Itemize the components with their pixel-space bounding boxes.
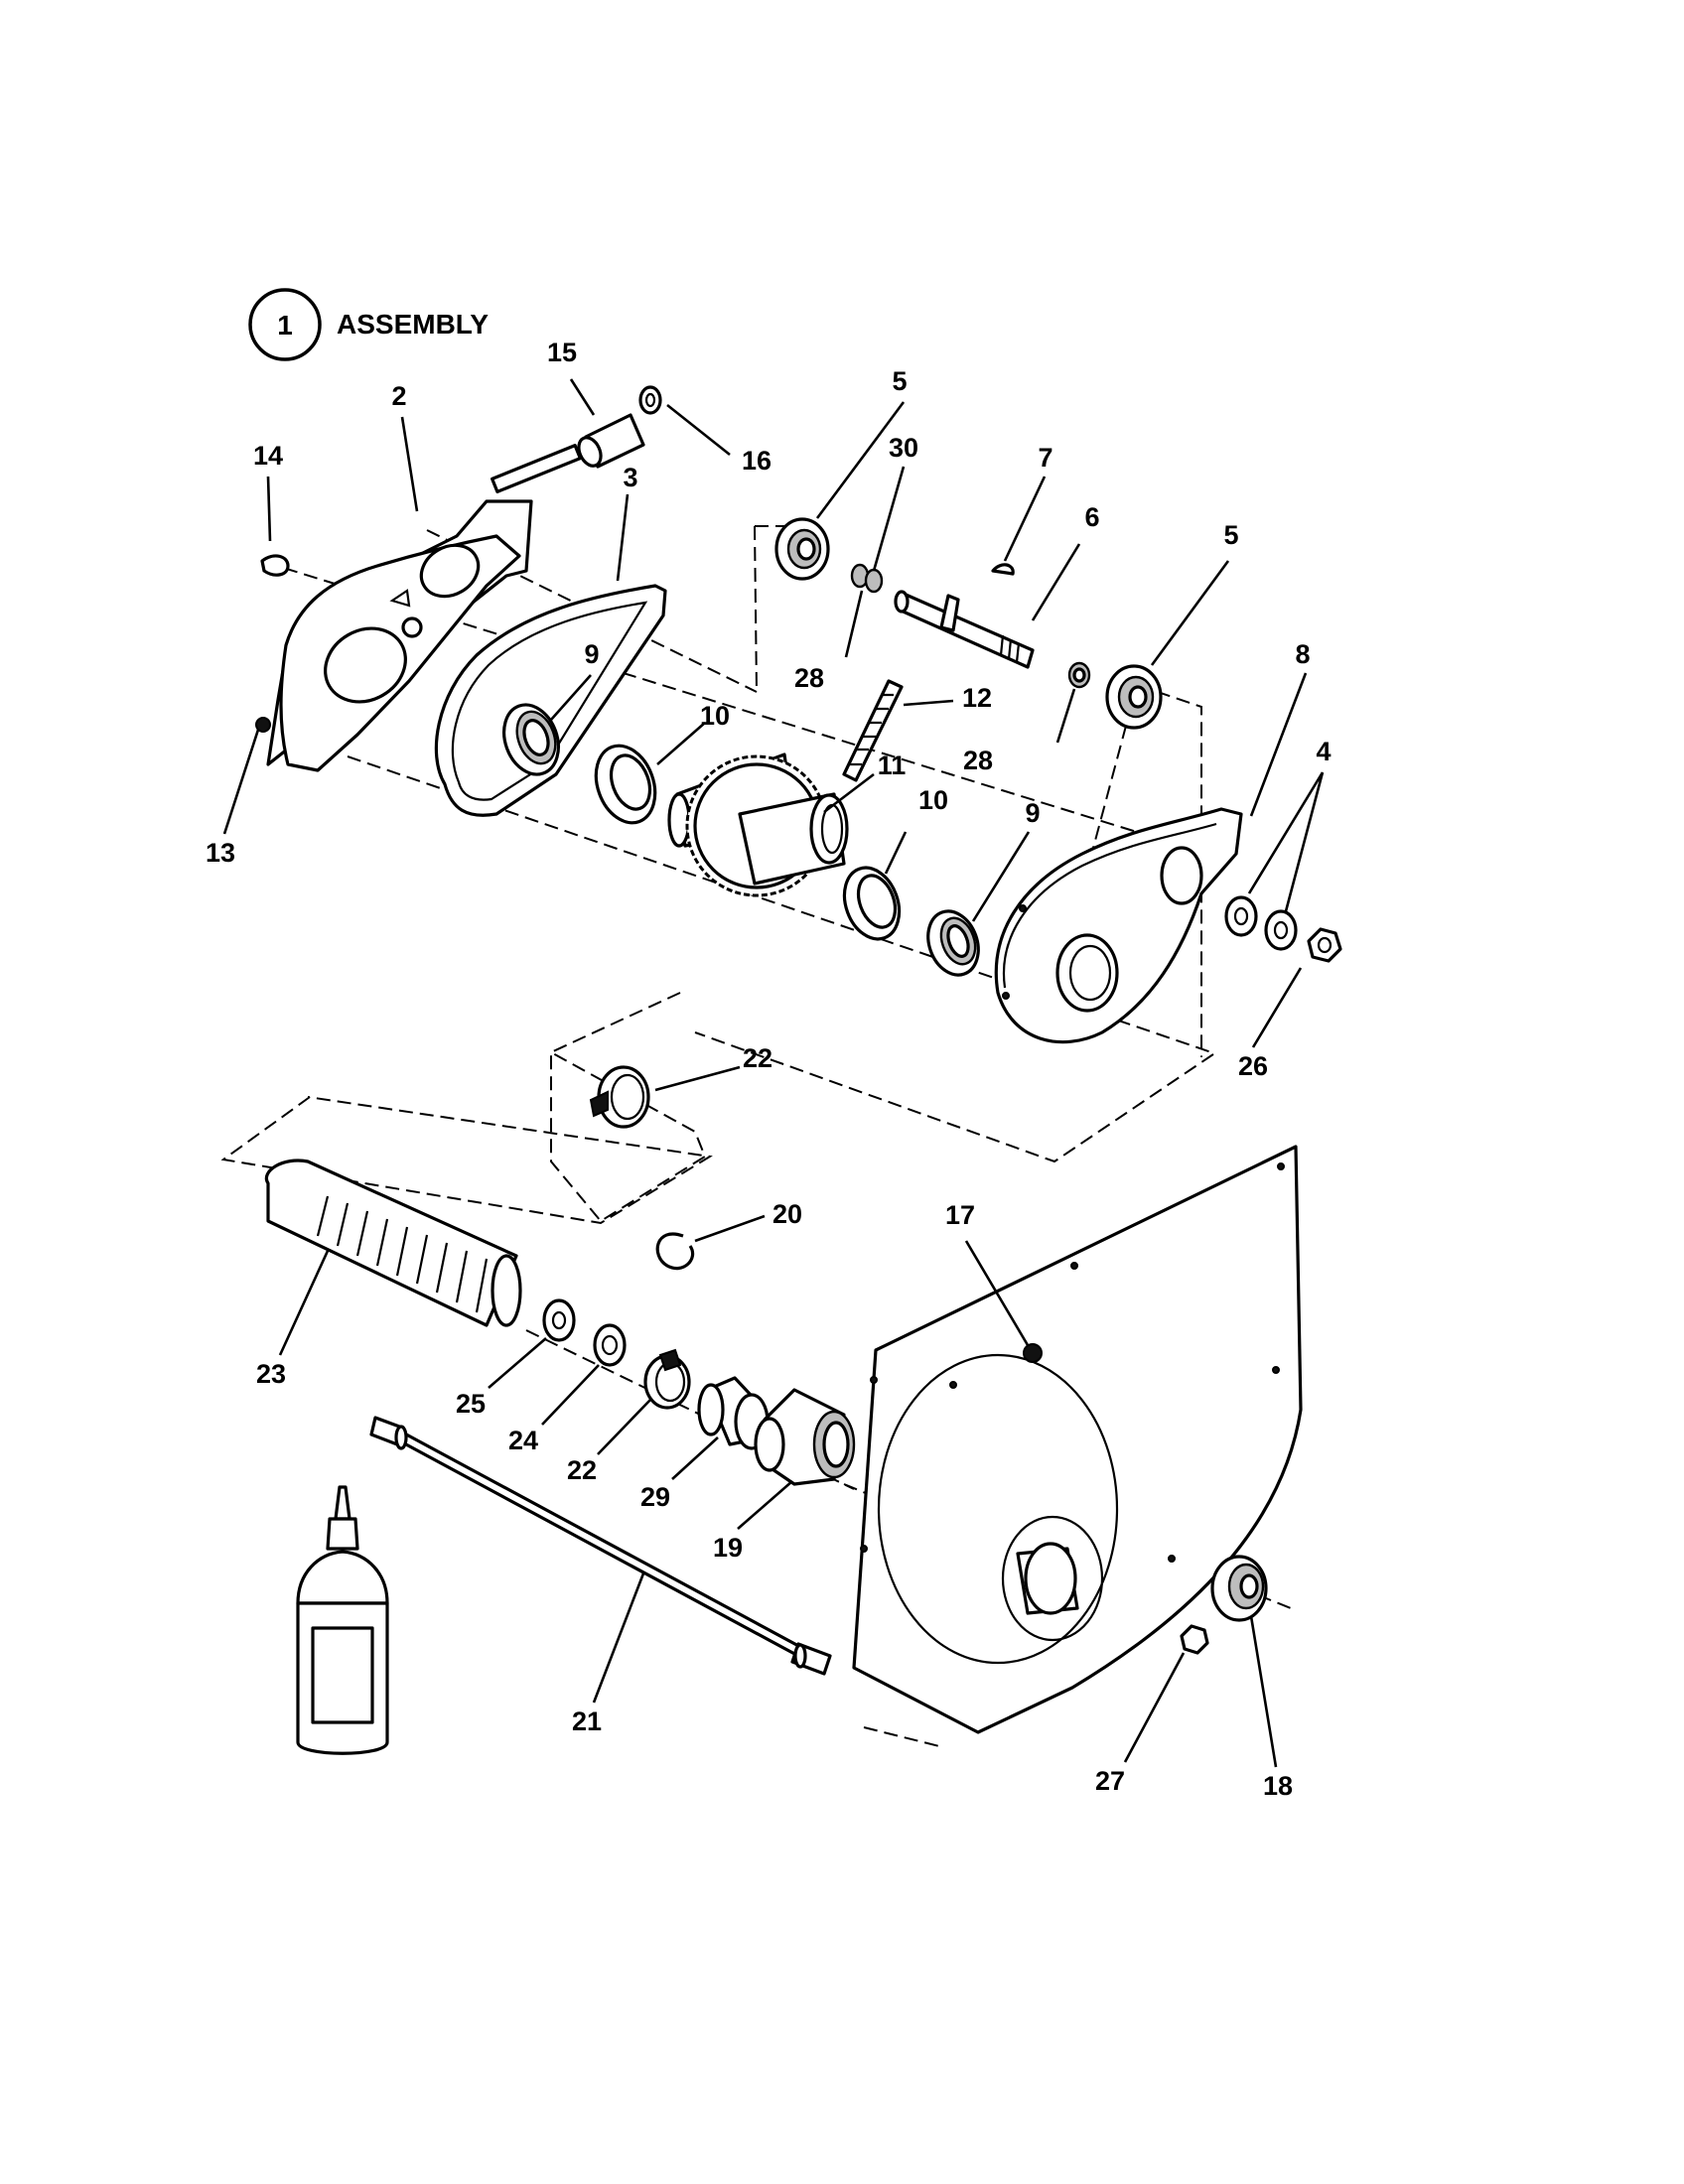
ball-bearing-part-5-right	[1105, 664, 1163, 730]
callout-25: 25	[456, 1389, 486, 1419]
gasket-part-3	[434, 584, 667, 817]
lubricant-bottle	[296, 1485, 389, 1755]
worm-gear-part-11	[667, 752, 849, 897]
hex-nut-part-26	[1307, 927, 1342, 963]
needle-bearing-part-9-right	[926, 909, 980, 977]
callout-20: 20	[772, 1199, 802, 1229]
callout-6: 6	[1084, 502, 1099, 532]
flange-bearing-part-18	[1210, 1555, 1268, 1622]
callout-8: 8	[1295, 639, 1310, 669]
washer-part-28-right	[1067, 661, 1091, 689]
snap-ring-part-20	[655, 1232, 695, 1271]
callout-10-left: 10	[700, 701, 730, 731]
callout-2: 2	[391, 381, 406, 411]
callout-19: 19	[713, 1533, 743, 1563]
callout-28-left: 28	[794, 663, 824, 693]
callout-11: 11	[878, 751, 907, 780]
key-part-7	[991, 563, 1015, 576]
washers-part-4	[1224, 895, 1298, 951]
bottle-label-icon	[311, 1626, 374, 1724]
callout-22-lower: 22	[567, 1455, 597, 1485]
oil-seal-part-10-left	[594, 744, 657, 825]
callout-13: 13	[206, 838, 235, 868]
callout-4: 4	[1316, 737, 1331, 766]
callout-21: 21	[572, 1706, 602, 1736]
callout-24: 24	[508, 1426, 538, 1455]
hose-clamp-part-22-lower	[643, 1348, 691, 1410]
auger-housing-part-17	[852, 1145, 1303, 1734]
needle-bearing-part-9-left	[502, 703, 560, 776]
callout-10-right: 10	[918, 785, 948, 815]
oil-seal-part-10-right	[842, 866, 902, 941]
callout-16: 16	[742, 446, 772, 476]
callout-18: 18	[1263, 1771, 1293, 1801]
assembly-label: ASSEMBLY	[337, 309, 489, 340]
assembly-number: 1	[277, 310, 293, 341]
hose-clamp-part-22-upper	[589, 1065, 650, 1129]
callout-9-right: 9	[1025, 798, 1040, 828]
callout-15: 15	[547, 338, 577, 367]
gear-case-half-part-2	[255, 444, 582, 772]
washer-part-25	[542, 1298, 576, 1342]
callout-labels: 15 16 2 3 14 5 30 7 6 5 28 12 28 9 10 11…	[206, 338, 1332, 1801]
callout-5-right: 5	[1223, 520, 1238, 550]
callout-9-left: 9	[584, 639, 599, 669]
callout-14: 14	[253, 441, 283, 471]
boot-part-23	[264, 1159, 522, 1327]
callout-7: 7	[1038, 443, 1052, 473]
callout-23: 23	[256, 1359, 286, 1389]
callout-5-left: 5	[892, 366, 907, 396]
callout-12: 12	[962, 683, 992, 713]
shaft-part-6	[894, 590, 1035, 669]
assembly-number-circle	[248, 288, 322, 361]
callout-22-upper: 22	[743, 1043, 772, 1073]
callout-3: 3	[623, 463, 637, 492]
assembly-title: 1 ASSEMBLY	[248, 288, 489, 361]
callout-17: 17	[945, 1200, 975, 1230]
callout-29: 29	[640, 1482, 670, 1512]
leader-lines	[222, 378, 1325, 1768]
callout-27: 27	[1095, 1766, 1125, 1796]
washer-part-24	[593, 1323, 627, 1367]
washers-part-30-and-28	[850, 563, 884, 594]
callout-28-right: 28	[963, 746, 993, 775]
gear-case-half-part-8	[994, 807, 1243, 1044]
worm-part-12	[842, 679, 904, 782]
callout-26: 26	[1238, 1051, 1268, 1081]
rod-part-21	[369, 1416, 832, 1676]
nut-part-27	[1180, 1624, 1209, 1655]
callout-30: 30	[889, 433, 918, 463]
coupler-part-19	[754, 1388, 856, 1486]
ball-bearing-part-5-left	[774, 517, 830, 581]
pin-part-15-and-washer-16	[577, 385, 662, 469]
